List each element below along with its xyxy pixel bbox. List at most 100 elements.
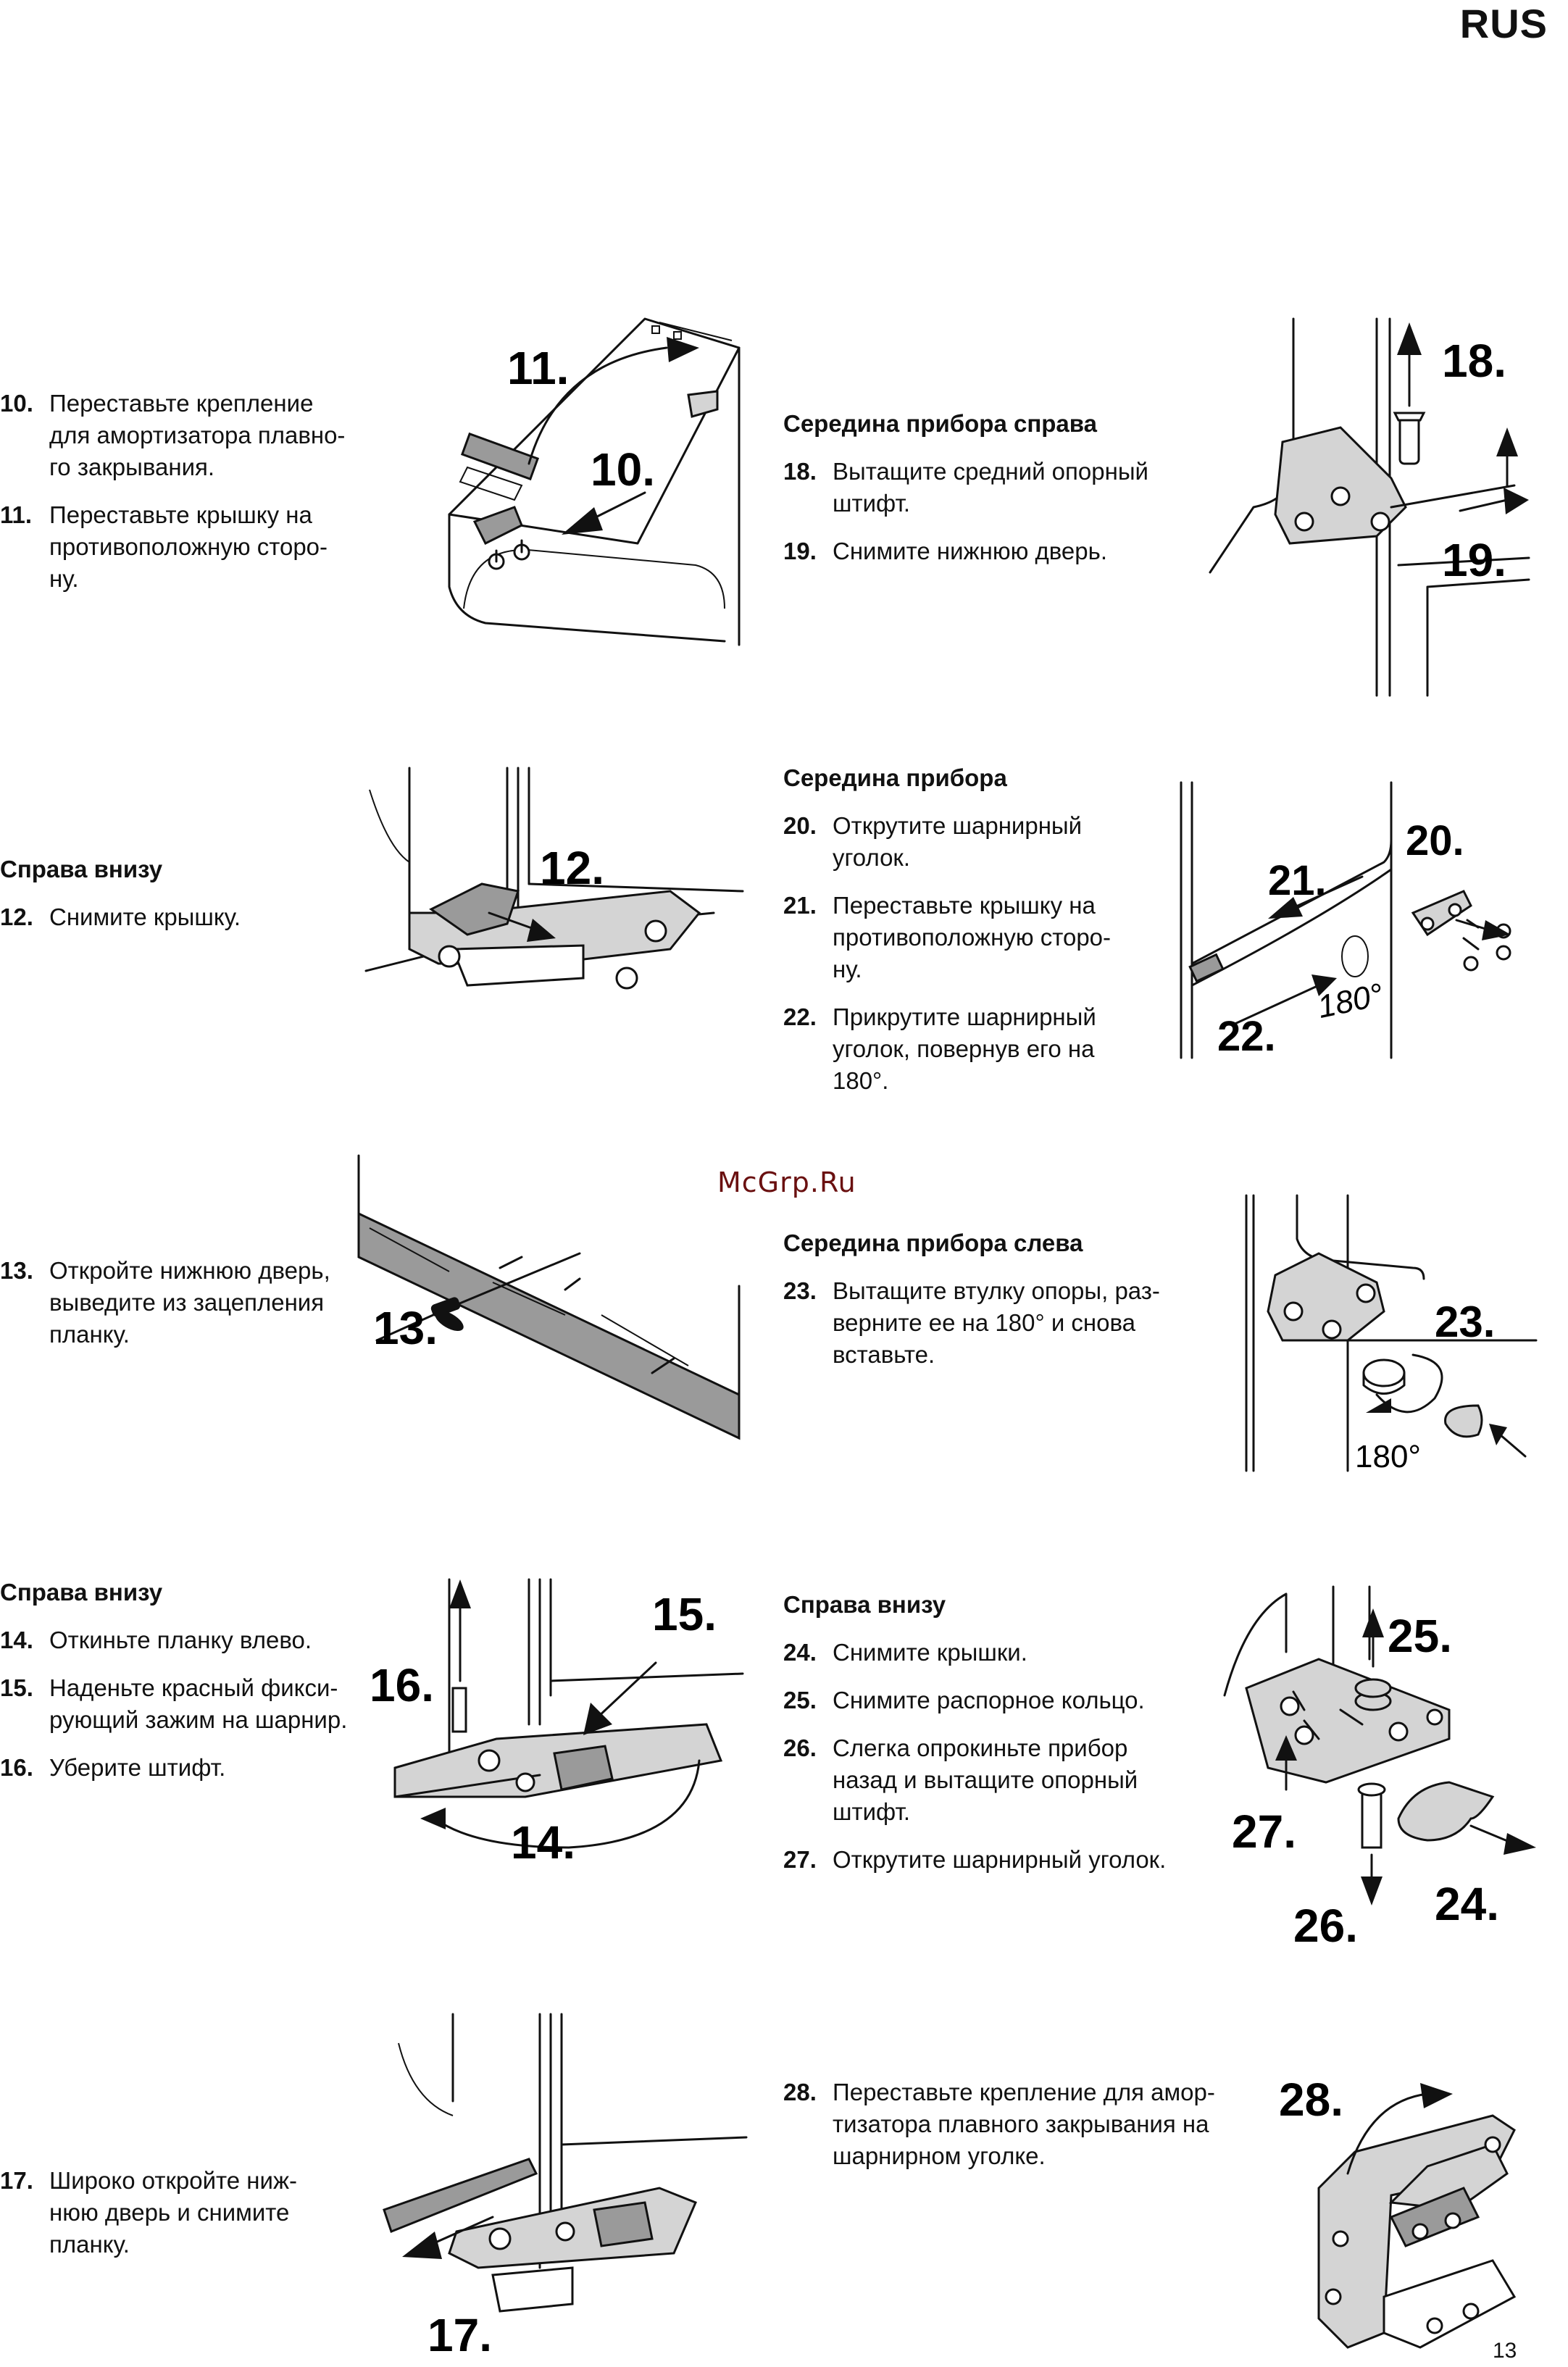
angle-label: 180° (1355, 1439, 1421, 1474)
cover-part (1397, 1781, 1495, 1842)
step-16: 16. Уберите штифт. (0, 1752, 384, 1784)
step-13: 13. Откройте нижнюю дверь, выведите из з… (0, 1255, 377, 1351)
step-15: 15. Наденьте красный фикси- рующий зажим… (0, 1672, 384, 1736)
plinth-strip (383, 2158, 538, 2233)
figure-label: 10. (591, 443, 655, 496)
step-12: 12. Снимите крышку. (0, 901, 377, 933)
figure-label: 20. (1406, 817, 1464, 864)
step-text: Переставьте крышку на противоположную ст… (833, 892, 1112, 982)
figure-23: 23. 180° (1245, 1194, 1538, 1474)
steps-10-11: 10. Переставьте крепление для амортизато… (0, 388, 377, 595)
figure-label: 16. (370, 1659, 434, 1711)
step-19: 19. Снимите нижнюю дверь. (783, 535, 1204, 567)
step-text: Вытащите средний опорный штифт. (833, 458, 1148, 517)
step-text: Снимите крышку. (49, 903, 241, 930)
step-26: 26. Слегка опрокиньте прибор назад и выт… (783, 1732, 1218, 1828)
pin (1398, 415, 1420, 465)
figure-label: 19. (1442, 534, 1506, 586)
step-14: 14. Откиньте планку влево. (0, 1624, 384, 1656)
step-text: Откройте нижнюю дверь, выведите из зацеп… (49, 1257, 330, 1348)
step-text: Переставьте крышку на противоположную ст… (49, 501, 328, 592)
step-text: Открутите шарнирный уголок. (833, 1846, 1167, 1873)
cover-part (429, 882, 520, 936)
step-number: 20. (783, 812, 817, 839)
figure-label: 27. (1232, 1805, 1296, 1858)
bracket-part (472, 506, 523, 546)
figure-28: 28. (1279, 2074, 1517, 2349)
step-number: 13. (0, 1257, 33, 1284)
step-27: 27. Открутите шарнирный уголок. (783, 1844, 1218, 1876)
step-23: 23. Вытащите втулку опоры, раз- верните … (783, 1275, 1218, 1371)
block-14: Справа внизу 14. Откиньте планку влево. … (0, 1577, 384, 1784)
figure-label: 23. (1435, 1298, 1495, 1346)
step-text: Переставьте крепление для амортизатора п… (49, 390, 346, 480)
figure-14-16: 15. 16. 14. (370, 1578, 744, 1869)
figure-label: 21. (1268, 857, 1327, 904)
step-22: 22. Прикрутите шарнирный уголок, поверну… (783, 1001, 1189, 1097)
section-heading: Середина прибора (783, 764, 1007, 791)
figure-label: 14. (511, 1816, 575, 1869)
figure-label: 22. (1217, 1013, 1276, 1060)
figure-label: 11. (507, 342, 569, 394)
block-18: Середина прибора справа 18. Вытащите сре… (783, 408, 1204, 567)
step-text: Наденьте красный фикси- рующий зажим на … (49, 1674, 348, 1733)
step-text: Уберите штифт. (49, 1754, 226, 1781)
step-text: Снимите распорное кольцо. (833, 1687, 1145, 1713)
step-text: Открутите шарнирный уголок. (833, 812, 1083, 871)
steps-17: 17. Широко откройте ниж- нюю дверь и сни… (0, 2165, 377, 2260)
figure-label: 18. (1442, 335, 1506, 387)
steps-28: 28. Переставьте крепление для амор- тиза… (783, 2076, 1276, 2172)
figure-18-19: 18. 19. (1209, 317, 1530, 697)
figure-12: 12. (364, 767, 744, 990)
section-heading: Справа внизу (0, 856, 163, 882)
step-number: 23. (783, 1277, 817, 1304)
step-20: 20. Открутите шарнирный уголок. (783, 810, 1189, 874)
step-number: 17. (0, 2167, 33, 2194)
step-text: Переставьте крепление для амор- тизатора… (833, 2079, 1215, 2169)
language-code: RUS (1459, 1, 1548, 46)
pin (1361, 1788, 1383, 1849)
step-number: 15. (0, 1674, 33, 1701)
step-number: 19. (783, 538, 817, 564)
figure-label: 17. (428, 2309, 492, 2361)
step-number: 26. (783, 1734, 817, 1761)
step-text: Откиньте планку влево. (49, 1627, 312, 1653)
red-clip (593, 2201, 654, 2247)
section-heading: Середина прибора слева (783, 1230, 1083, 1256)
bushing-rotated (1444, 1404, 1483, 1438)
figure-label: 24. (1435, 1878, 1499, 1930)
step-25: 25. Снимите распорное кольцо. (783, 1685, 1218, 1716)
step-number: 25. (783, 1687, 817, 1713)
step-number: 27. (783, 1846, 817, 1873)
step-17: 17. Широко откройте ниж- нюю дверь и сни… (0, 2165, 377, 2260)
figure-label: 28. (1279, 2074, 1343, 2126)
small-cover (1188, 953, 1225, 983)
step-18: 18. Вытащите средний опорный штифт. (783, 456, 1204, 519)
section-heading: Середина прибора справа (783, 410, 1097, 437)
figure-label: 12. (540, 842, 604, 894)
step-number: 28. (783, 2079, 817, 2105)
watermark: McGrp.Ru (717, 1166, 856, 1198)
step-number: 18. (783, 458, 817, 485)
step-number: 24. (783, 1639, 817, 1666)
step-24: 24. Снимите крышки. (783, 1637, 1218, 1669)
page-number: 13 (1493, 2339, 1517, 2363)
step-number: 11. (0, 501, 33, 528)
block-24: Справа внизу 24. Снимите крышки. 25. Сни… (783, 1589, 1218, 1876)
strip-gray (460, 432, 540, 481)
step-10: 10. Переставьте крепление для амортизато… (0, 388, 377, 483)
section-heading: Справа внизу (0, 1579, 163, 1606)
block-12: Справа внизу 12. Снимите крышку. (0, 853, 377, 933)
block-20: Середина прибора 20. Открутите шарнирный… (783, 762, 1189, 1097)
step-text: Снимите нижнюю дверь. (833, 538, 1107, 564)
step-number: 22. (783, 1003, 817, 1030)
figure-13: 13. (357, 1154, 741, 1440)
step-number: 14. (0, 1627, 33, 1653)
red-clip (553, 1745, 614, 1791)
step-number: 21. (783, 892, 817, 919)
step-text: Прикрутите шарнирный уголок, повернув ег… (833, 1003, 1096, 1094)
plinth-strip (357, 1211, 741, 1440)
figure-10-11: 11. 10. (448, 317, 741, 646)
figure-label: 25. (1388, 1610, 1452, 1662)
block-23: Середина прибора слева 23. Вытащите втул… (783, 1227, 1218, 1371)
